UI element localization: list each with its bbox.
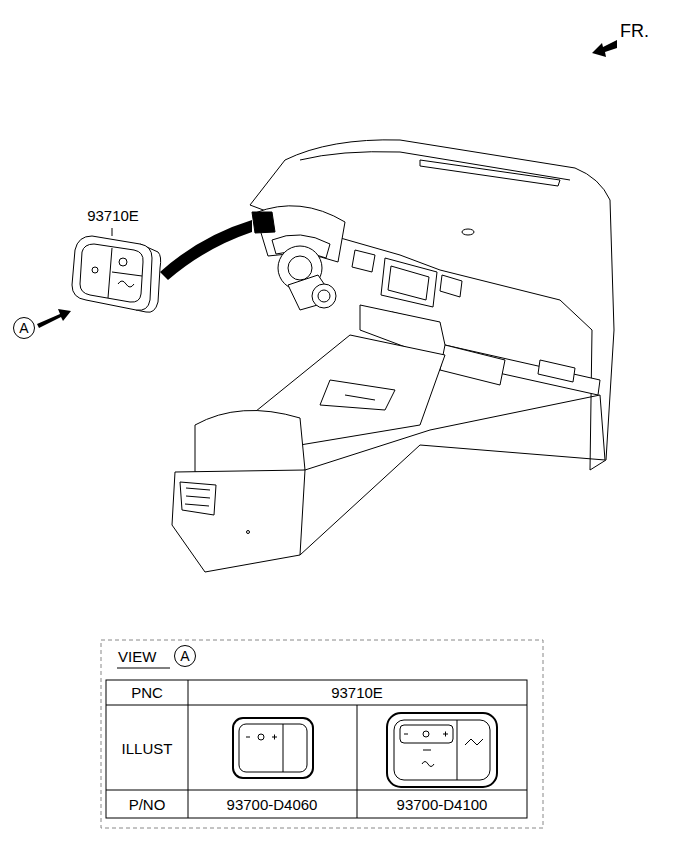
table-header: ILLUST xyxy=(122,741,173,756)
view-frame xyxy=(101,640,543,828)
part-number: 93710E xyxy=(87,208,139,223)
table-header: P/NO xyxy=(129,797,166,812)
table-cell: 93700-D4100 xyxy=(397,797,488,812)
table-cell: 93700-D4060 xyxy=(227,797,318,812)
front-label: FR. xyxy=(620,22,649,40)
view-title: VIEW xyxy=(118,649,156,664)
callout-circle: A xyxy=(174,645,196,667)
switch-illustration xyxy=(233,713,497,787)
table-header: PNC xyxy=(131,685,163,700)
callout-letter: A xyxy=(180,649,189,663)
view-arrow xyxy=(37,309,71,328)
front-arrow xyxy=(592,40,617,57)
callout-letter: A xyxy=(19,321,28,335)
table-cell: 93710E xyxy=(331,685,383,700)
dashboard-drawing xyxy=(172,140,614,572)
parts-table xyxy=(106,680,527,818)
view-underline xyxy=(117,668,170,669)
location-pointer xyxy=(160,220,252,280)
callout-circle: A xyxy=(13,317,35,339)
switch-part xyxy=(72,228,161,312)
